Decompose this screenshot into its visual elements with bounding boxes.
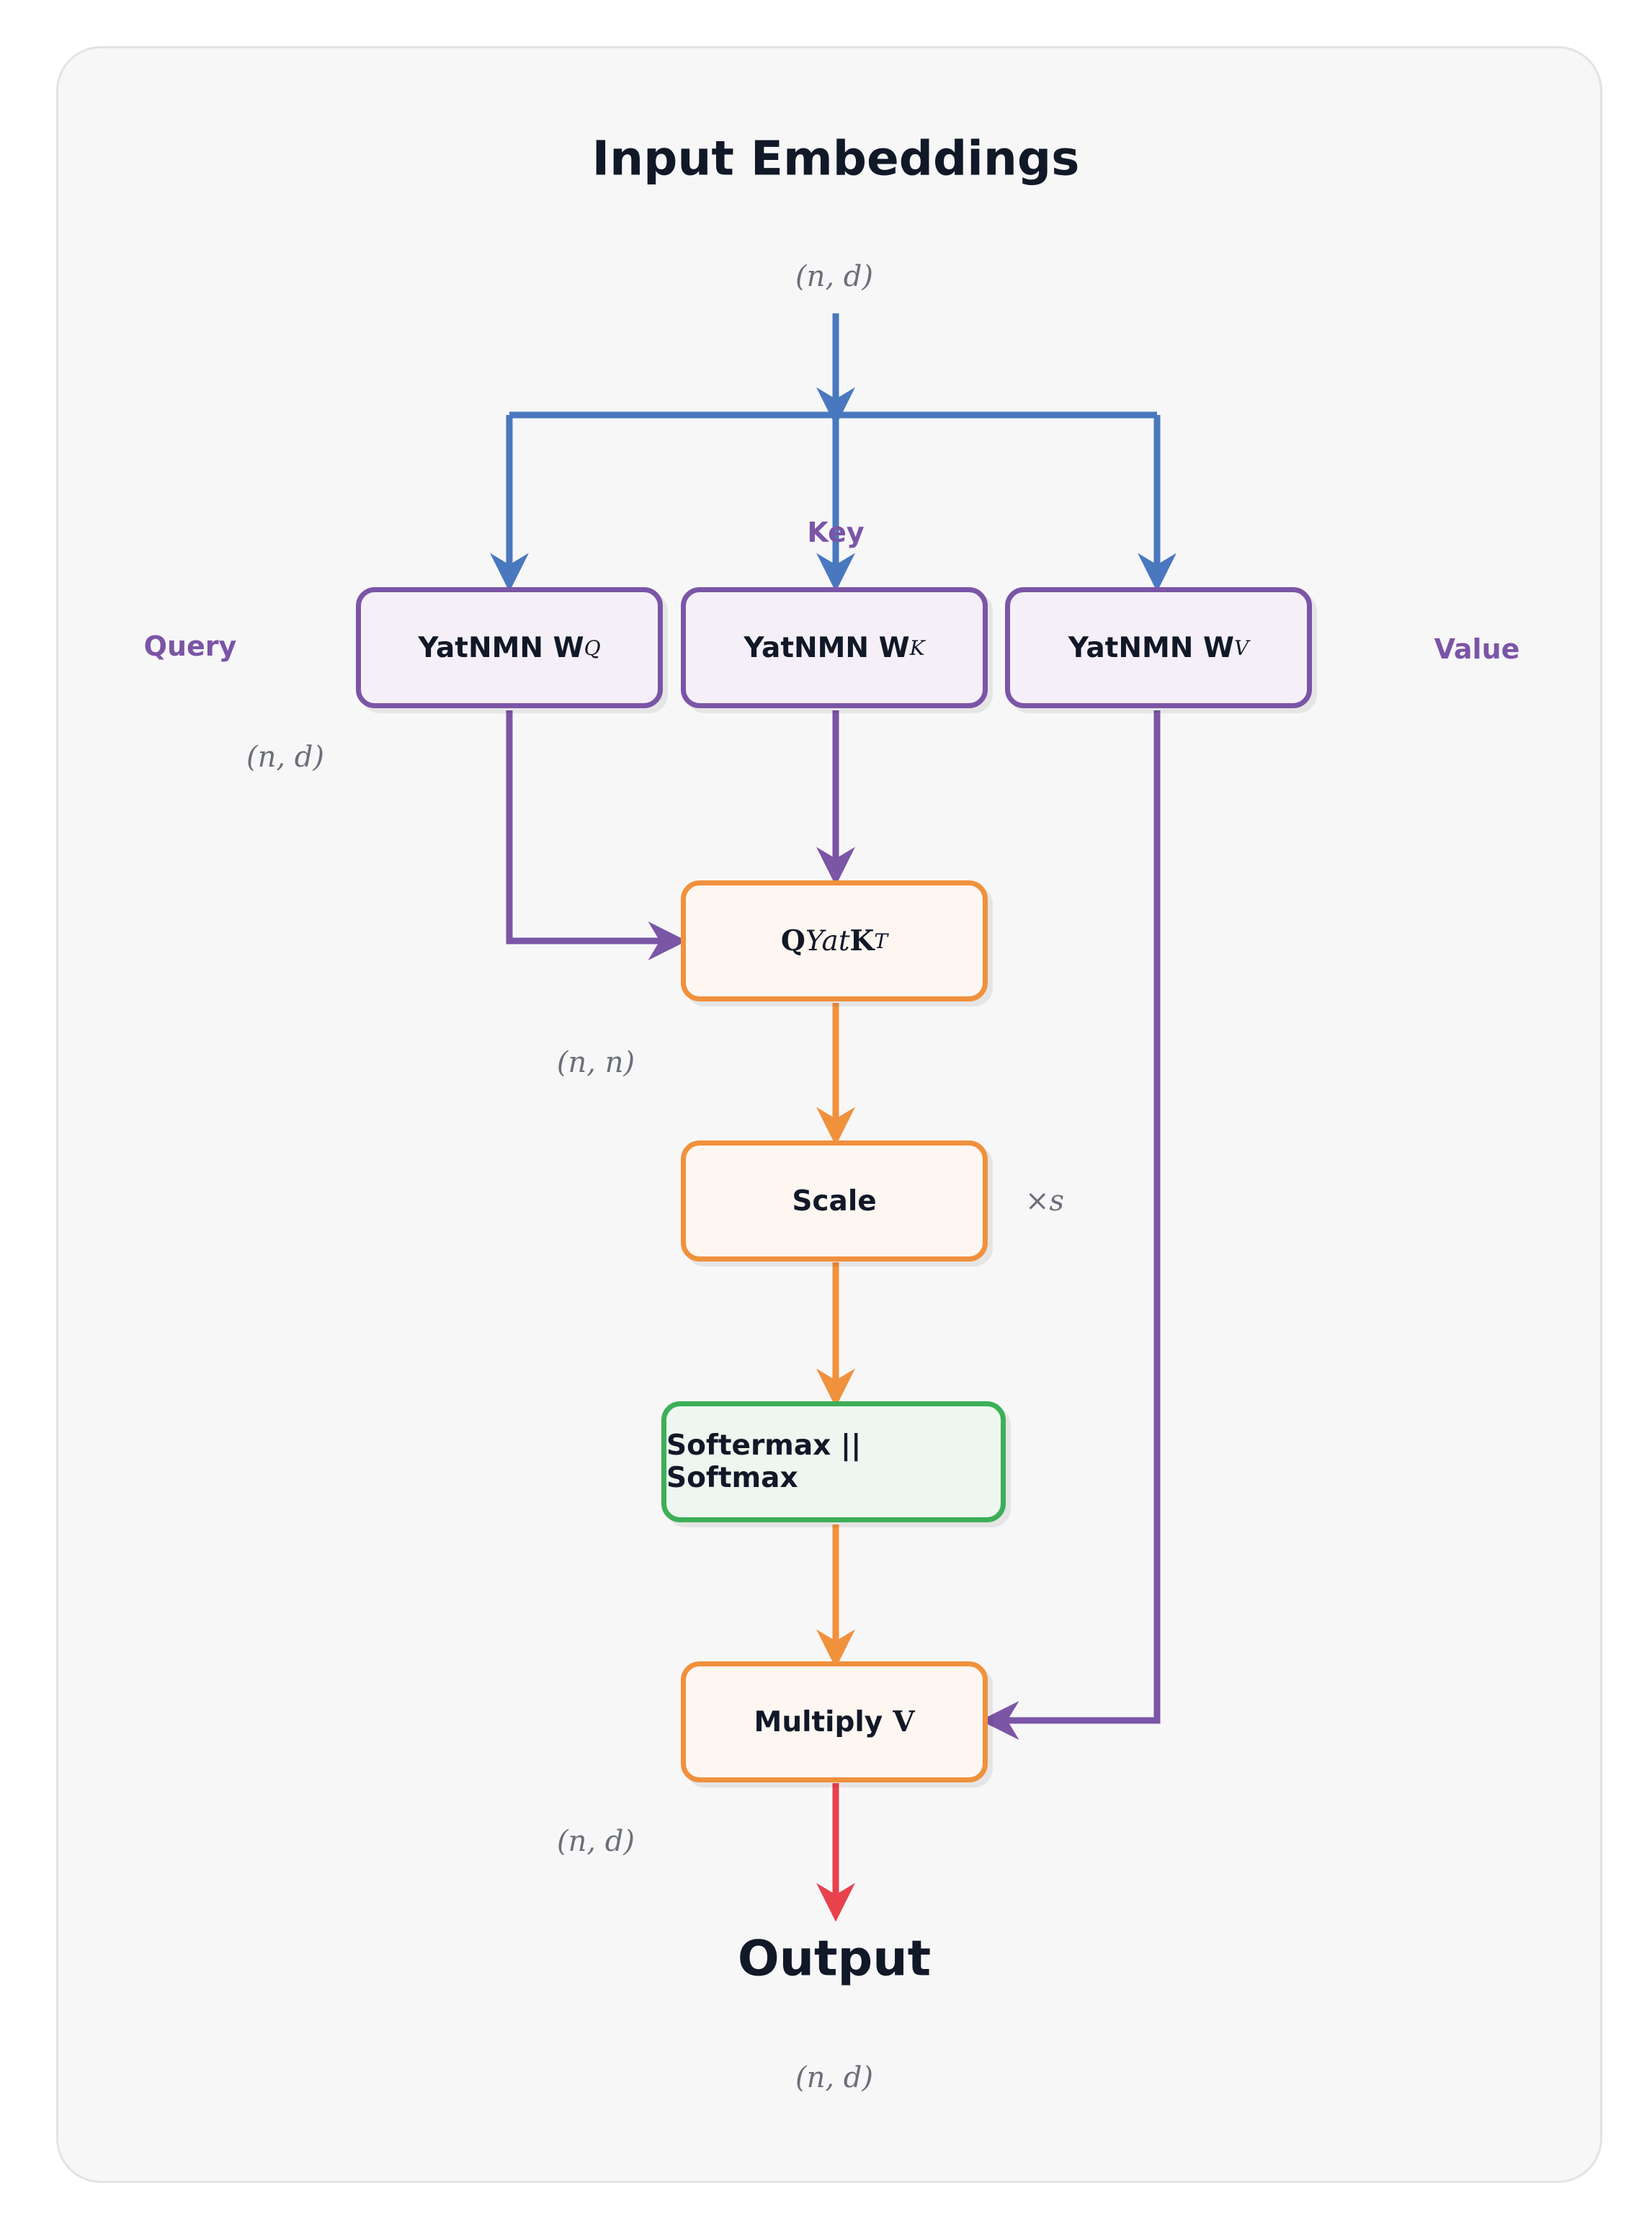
wk-subscript: K (909, 635, 925, 660)
attn-dim-label: (n, d) (556, 1825, 635, 1858)
wq-label: YatNMN W (418, 631, 584, 664)
qk-transpose: T (874, 929, 888, 953)
softmax-label: Softermax || Softmax (666, 1429, 862, 1494)
qk-yat: Yat (805, 924, 850, 957)
diagram-title: Input Embeddings (591, 130, 1080, 187)
query-label: Query (143, 630, 237, 662)
qk-q: Q (780, 924, 805, 957)
multiply-label: Multiply (754, 1705, 883, 1738)
query-dim-label: (n, d) (246, 741, 325, 774)
final-dim-label: (n, d) (795, 2061, 874, 2094)
softmax-box[interactable]: Softermax || Softmax (661, 1401, 1006, 1522)
wv-label: YatNMN W (1068, 631, 1235, 664)
scale-label: Scale (792, 1184, 877, 1218)
value-label: Value (1434, 633, 1520, 665)
input-dim-label: (n, d) (795, 260, 874, 293)
output-label: Output (737, 1930, 932, 1988)
arrow-wv-to-multiply (980, 710, 1161, 1740)
scale-box[interactable]: Scale (681, 1140, 988, 1262)
key-label: Key (807, 517, 865, 548)
scale-factor-label: ×s (1024, 1184, 1065, 1218)
multiply-var: V (893, 1705, 915, 1738)
scores-dim-label: (n, n) (556, 1046, 635, 1079)
wq-subscript: Q (584, 635, 601, 660)
qk-k: K (849, 924, 875, 957)
arrow-wq-to-qk (506, 710, 687, 960)
wv-subscript: V (1234, 635, 1249, 660)
wk-label: YatNMN W (744, 631, 910, 664)
multiply-box[interactable]: Multiply V (681, 1661, 988, 1782)
